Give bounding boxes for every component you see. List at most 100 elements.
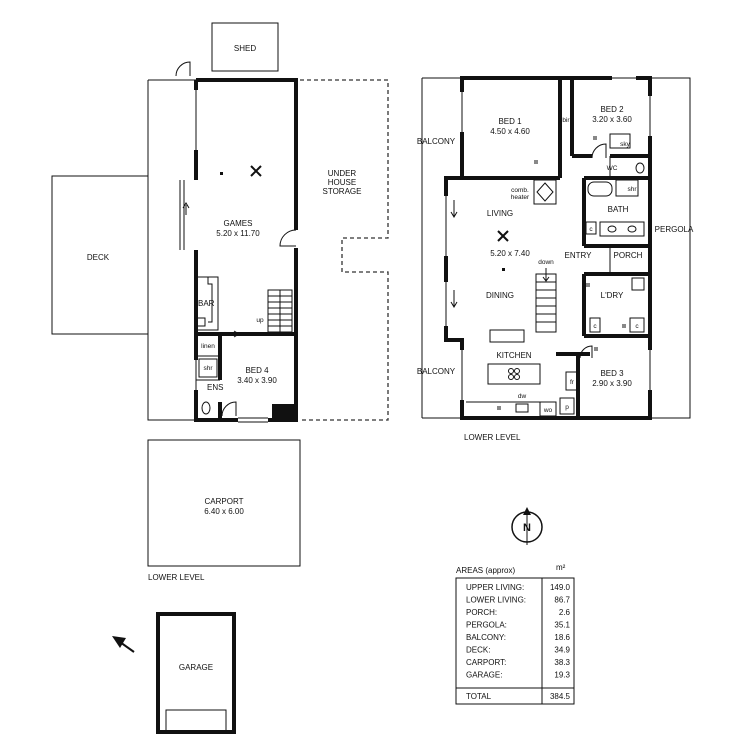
shower-lower <box>198 358 218 378</box>
lower-level-left-label: LOWER LEVEL <box>148 573 205 582</box>
upper-outer-wall <box>444 76 652 420</box>
garage <box>156 612 236 734</box>
under-house-storage <box>300 79 389 421</box>
landing-outline <box>147 80 196 421</box>
toilet-icon <box>201 401 211 415</box>
pergola-outline <box>650 77 691 419</box>
porch-label: PORCH <box>614 251 643 260</box>
ldry-tub-icon <box>631 277 645 291</box>
heater-icon <box>533 179 557 205</box>
wo-label: wo <box>543 407 553 414</box>
storage-door-swing <box>279 229 297 247</box>
ldry-label: L'DRY <box>601 291 624 300</box>
bar-sink-icon <box>196 317 206 327</box>
vanity <box>599 221 645 237</box>
entry-label: ENTRY <box>565 251 593 260</box>
bed2-dim: 3.20 x 3.60 <box>592 115 632 124</box>
kitchen-light-icon <box>497 406 501 410</box>
under-house-label-2: HOUSE <box>328 178 356 187</box>
shr-upper-label: shr <box>627 186 637 193</box>
bath-label: BATH <box>608 205 629 214</box>
area-row-value: 19.3 <box>554 671 570 680</box>
direction-arrow-icon <box>112 636 135 653</box>
carport-label: CARPORT <box>205 497 244 506</box>
area-row-value: 34.9 <box>554 646 570 655</box>
living-dim: 5.20 x 7.40 <box>490 249 530 258</box>
ldry-cupboard-2 <box>629 317 645 333</box>
shed <box>211 22 279 72</box>
bar-counter <box>196 276 219 331</box>
areas-table: AREAS (approx) m² UPPER LIVING:149.0LOWE… <box>455 563 575 705</box>
light-point-icon <box>220 172 223 175</box>
door-swing-rear <box>175 61 191 77</box>
area-row-value: 18.6 <box>554 633 570 642</box>
deck-label: DECK <box>87 253 110 262</box>
garage-label: GARAGE <box>179 663 213 672</box>
linen-label: linen <box>201 343 215 350</box>
pantry <box>559 397 575 415</box>
area-row-label: UPPER LIVING: <box>466 583 524 592</box>
ens-label: ENS <box>207 383 223 392</box>
area-row-label: GARAGE: <box>466 671 502 680</box>
area-row-label: DECK: <box>466 646 490 655</box>
cooktop-icon <box>508 368 520 380</box>
pergola-label: PERGOLA <box>655 225 694 234</box>
dw-label: dw <box>518 393 527 400</box>
down-arrow-head <box>542 276 550 282</box>
basin-1-icon <box>607 225 617 233</box>
under-house-label-3: STORAGE <box>323 187 362 196</box>
wc-toilet-icon <box>635 162 645 174</box>
storage-door-gap <box>294 230 298 248</box>
stairs-upper <box>535 273 557 333</box>
wall-oven <box>539 401 557 417</box>
area-row-value: 86.7 <box>554 596 570 605</box>
sky-label: sky <box>620 141 631 148</box>
bar-label: BAR <box>198 299 215 308</box>
skylight <box>609 133 631 149</box>
lower-level-right-label: LOWER LEVEL <box>464 433 521 442</box>
bed1-light-icon <box>534 160 538 164</box>
area-row-label: PERGOLA: <box>466 621 507 630</box>
carport <box>147 439 301 567</box>
fr-label: fr <box>570 379 575 386</box>
wc-label: WC <box>607 165 618 172</box>
kitchen-island <box>487 363 541 385</box>
games-dim: 5.20 x 11.70 <box>216 229 260 238</box>
balcony-top-label: BALCONY <box>417 137 456 146</box>
ldry-light-icon-2 <box>622 324 626 328</box>
bed4-label: BED 4 <box>245 366 269 375</box>
bed1-label: BED 1 <box>498 117 522 126</box>
areas-total-label: TOTAL <box>466 692 492 701</box>
area-row-value: 2.6 <box>559 608 571 617</box>
area-row-label: LOWER LIVING: <box>466 596 526 605</box>
bed3-light-icon <box>594 347 598 351</box>
areas-title: AREAS (approx) <box>456 566 515 575</box>
bir-label: bir <box>562 117 570 124</box>
bed3-door-swing <box>579 345 593 359</box>
north-arrow-icon <box>511 507 543 545</box>
ldry-cupboard-1 <box>589 317 601 333</box>
basin-2-icon <box>627 225 637 233</box>
dining-slide-arrow-head <box>450 301 458 308</box>
garage-door <box>165 709 227 733</box>
area-row-label: BALCONY: <box>466 633 506 642</box>
area-row-value: 149.0 <box>550 583 571 592</box>
ceiling-fan-icon <box>250 165 262 177</box>
p-label: p <box>565 404 569 411</box>
areas-total-value: 384.5 <box>550 692 571 701</box>
ens-door-gap <box>218 380 222 402</box>
living-label: LIVING <box>487 209 513 218</box>
bathtub-icon <box>587 181 613 197</box>
c1-label: c <box>589 226 593 233</box>
under-house-label-1: UNDER <box>328 169 357 178</box>
c3-label: c <box>635 323 639 330</box>
down-label: down <box>538 259 554 266</box>
kitchen-bench <box>489 329 525 343</box>
shower-upper <box>615 179 639 197</box>
shed-label: SHED <box>234 44 256 53</box>
bed4-door-swing <box>221 401 237 417</box>
kitchen-sink-icon <box>515 403 529 413</box>
comb-heater-label-1: comb. <box>511 187 529 194</box>
bed2-light-icon <box>593 136 597 140</box>
